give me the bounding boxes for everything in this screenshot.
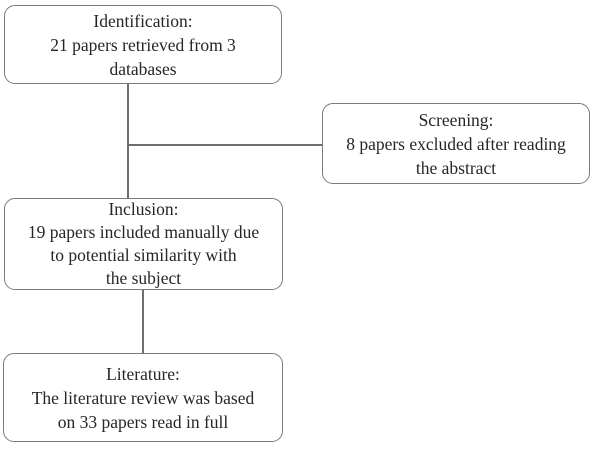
node-screening-label: Screening: 8 papers excluded after readi…	[346, 109, 566, 178]
node-inclusion-label: Inclusion: 19 papers included manually d…	[27, 199, 260, 288]
node-literature-label: Literature: The literature review was ba…	[31, 363, 255, 432]
flowchart-node-identification: Identification: 21 papers retrieved from…	[4, 5, 282, 84]
flowchart-node-screening: Screening: 8 papers excluded after readi…	[322, 103, 590, 184]
connector-branch-to-screening	[127, 144, 322, 146]
node-identification-label: Identification: 21 papers retrieved from…	[50, 10, 236, 79]
flowchart-node-literature: Literature: The literature review was ba…	[3, 353, 283, 442]
flowchart-node-inclusion: Inclusion: 19 papers included manually d…	[4, 198, 283, 290]
connector-inclusion-to-literature	[142, 290, 144, 353]
connector-identification-to-inclusion	[127, 84, 129, 198]
